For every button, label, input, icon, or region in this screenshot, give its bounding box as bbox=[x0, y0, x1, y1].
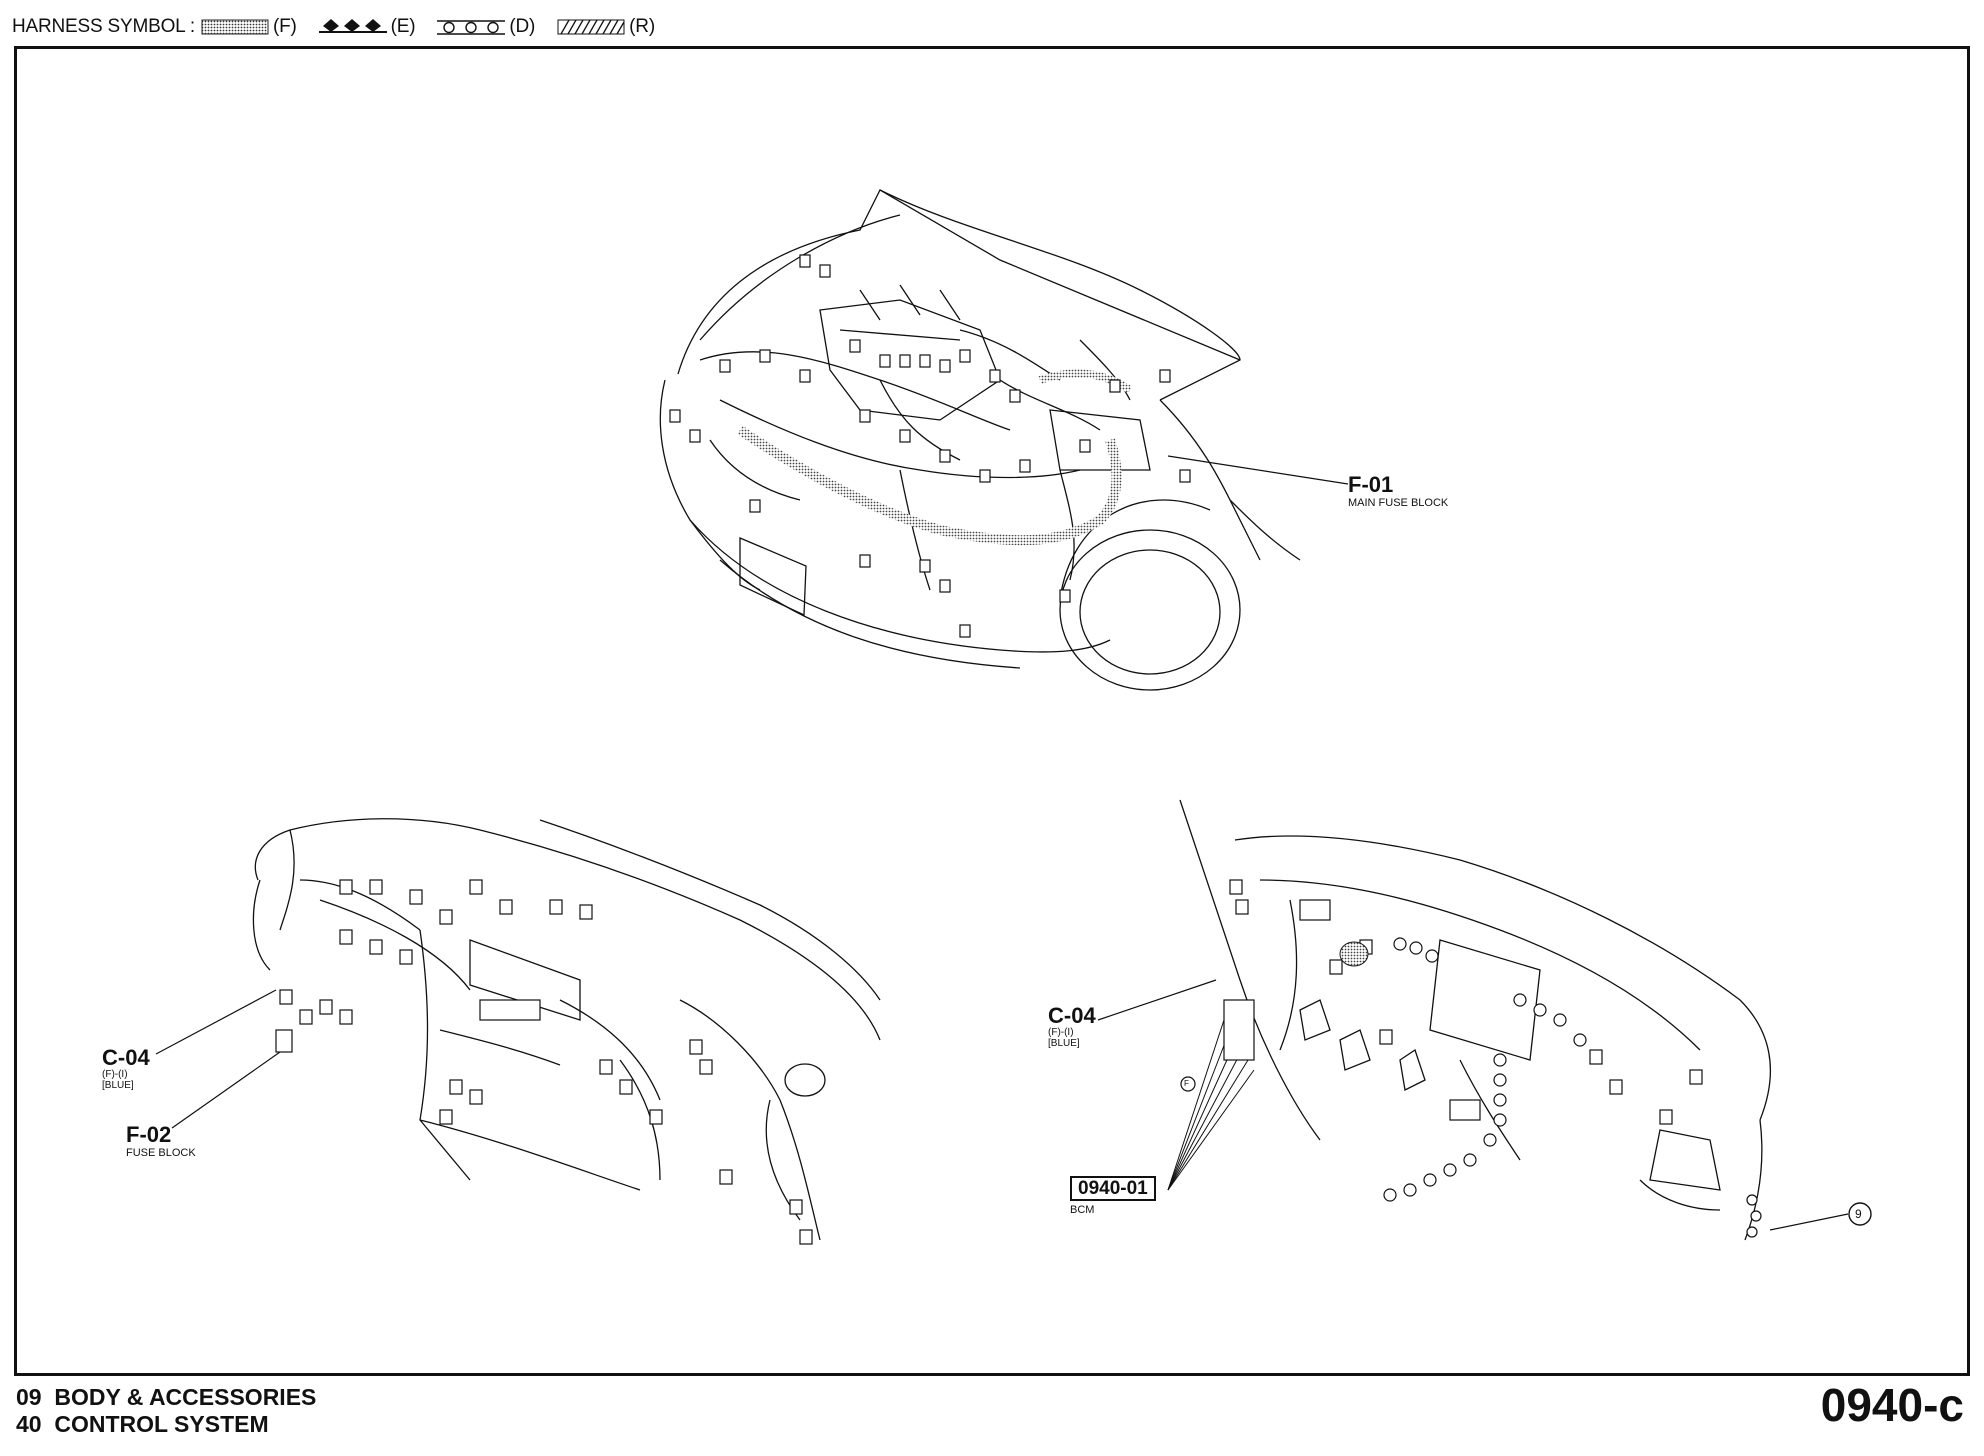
callout-9-circle bbox=[1848, 1202, 1872, 1226]
f01-code: F-01 bbox=[1348, 472, 1394, 497]
dotted-harness-symbol bbox=[201, 19, 269, 35]
legend-code-e: (E) bbox=[390, 16, 416, 37]
f02-code: F-02 bbox=[126, 1122, 172, 1147]
right-dash-dotted-connector bbox=[1339, 941, 1369, 967]
right-dash-connectors bbox=[1223, 879, 1703, 1125]
legend-code-r: (R) bbox=[629, 16, 655, 37]
marker-f-text: F bbox=[1184, 1079, 1189, 1088]
c04-right-pins: (F)-(I) bbox=[1048, 1027, 1074, 1038]
c04-left-code: C-04 bbox=[102, 1045, 150, 1070]
c04-right-color: [BLUE] bbox=[1048, 1038, 1080, 1049]
c04-left-color: [BLUE] bbox=[102, 1080, 134, 1091]
f02-desc: FUSE BLOCK bbox=[126, 1147, 196, 1159]
section-footer: 09 BODY & ACCESSORIES 40 CONTROL SYSTEM bbox=[16, 1384, 316, 1438]
hatched-harness-symbol bbox=[557, 19, 625, 35]
section2-number: 40 bbox=[16, 1411, 42, 1437]
diagram-frame bbox=[14, 46, 1970, 1376]
engine-compartment-drawing bbox=[659, 189, 1349, 691]
section1-name: BODY & ACCESSORIES bbox=[54, 1384, 317, 1410]
f01-desc: MAIN FUSE BLOCK bbox=[1348, 497, 1449, 509]
bcm-label: 0940-01 BCM bbox=[1070, 1176, 1156, 1216]
c04-left-label: C-04 (F)-(I) [BLUE] bbox=[102, 1047, 150, 1091]
circle-harness-run bbox=[1383, 937, 1762, 1238]
c04-left-pins: (F)-(I) bbox=[102, 1069, 128, 1080]
bcm-code: 0940-01 bbox=[1070, 1176, 1156, 1201]
legend-title: HARNESS SYMBOL : bbox=[12, 16, 195, 37]
harness-symbol-legend: HARNESS SYMBOL : (F) (E) (D) (R) bbox=[12, 10, 677, 44]
diamond-harness-symbol bbox=[318, 19, 387, 33]
right-dashboard-drawing bbox=[1097, 799, 1849, 1241]
callout-9-text: 9 bbox=[1855, 1207, 1862, 1221]
page-code: 0940-c bbox=[1820, 1379, 1964, 1431]
section-row-1: 09 BODY & ACCESSORIES bbox=[16, 1384, 316, 1411]
battery-harness-band bbox=[1038, 369, 1133, 394]
section-row-2: 40 CONTROL SYSTEM bbox=[16, 1411, 316, 1438]
front-harness-band bbox=[737, 425, 1122, 546]
circle-harness-symbol bbox=[437, 20, 506, 35]
left-dashboard-drawing bbox=[155, 818, 881, 1241]
c04-right-code: C-04 bbox=[1048, 1003, 1096, 1028]
legend-code-d: (D) bbox=[509, 16, 536, 37]
bcm-desc: BCM bbox=[1070, 1204, 1095, 1216]
legend-code-f: (F) bbox=[272, 16, 297, 37]
section1-number: 09 bbox=[16, 1384, 42, 1410]
section2-name: CONTROL SYSTEM bbox=[54, 1411, 269, 1437]
left-dash-connectors bbox=[275, 879, 813, 1245]
engine-connectors bbox=[669, 254, 1191, 638]
c04-right-label: C-04 (F)-(I) [BLUE] bbox=[1048, 1005, 1096, 1049]
f01-label: F-01 MAIN FUSE BLOCK bbox=[1348, 474, 1448, 509]
f02-label: F-02 FUSE BLOCK bbox=[126, 1124, 196, 1159]
marker-f-circle bbox=[1180, 1076, 1196, 1092]
